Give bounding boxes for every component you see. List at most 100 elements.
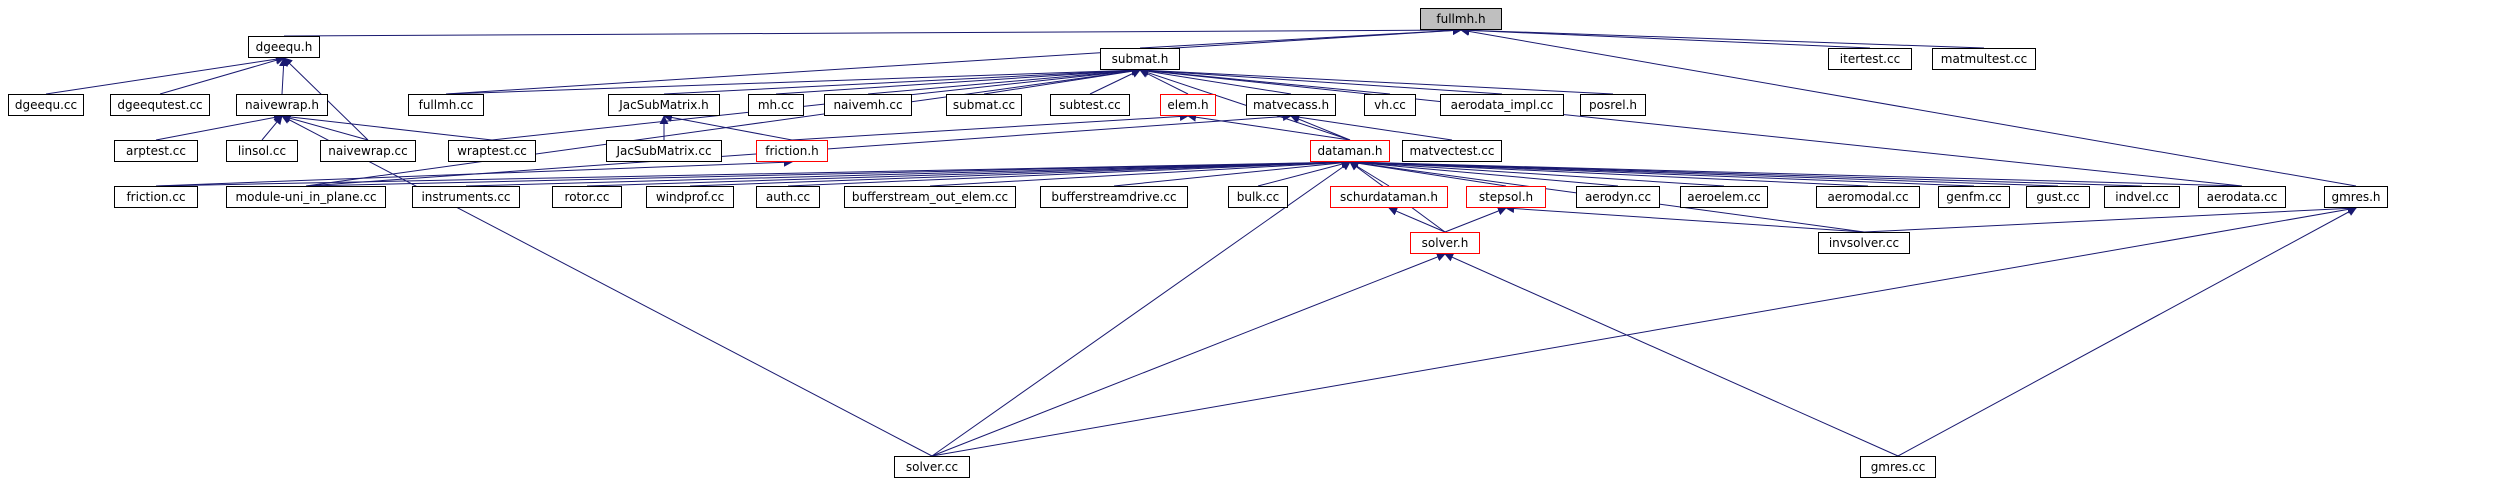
edge-friction_h-to-elem_h bbox=[791, 111, 1189, 141]
node-aerodata-impl-cc[interactable]: aerodata_impl.cc bbox=[1440, 94, 1564, 116]
node-stepsol-h[interactable]: stepsol.h bbox=[1466, 186, 1546, 208]
edge-matvectest_cc-to-matvecass_h bbox=[1290, 112, 1453, 141]
node-aeromodal-cc[interactable]: aeromodal.cc bbox=[1816, 186, 1920, 208]
edge-naivemh_cc-to-submat_h bbox=[867, 66, 1141, 95]
node-dataman-h[interactable]: dataman.h bbox=[1310, 140, 1390, 162]
node-jacsubmatrix-cc[interactable]: JacSubMatrix.cc bbox=[606, 140, 722, 162]
node-matvecass-h[interactable]: matvecass.h bbox=[1246, 94, 1336, 116]
edge-solver_cc-to-gmres_h bbox=[931, 204, 2357, 457]
edge-itertest_cc-to-fullmh_h bbox=[1460, 25, 1871, 49]
edge-friction_h-to-JacSubMatrix_h bbox=[663, 113, 793, 141]
edge-aerodata_impl_cc-to-submat_h bbox=[1139, 66, 1503, 95]
edge-matvecass_h-to-submat_h bbox=[1139, 66, 1292, 95]
node-subtest-cc[interactable]: subtest.cc bbox=[1050, 94, 1130, 116]
edge-schurdataman_h-to-dataman_h bbox=[1349, 161, 1390, 187]
edge-aerodata_cc-to-submat_h bbox=[1139, 66, 2243, 187]
edge-module_uni_cc-to-dataman_h bbox=[305, 157, 1351, 187]
node-arptest-cc[interactable]: arptest.cc bbox=[114, 140, 198, 162]
edge-dataman_h-to-submat_h bbox=[1139, 68, 1351, 141]
node-naivewrap-cc[interactable]: naivewrap.cc bbox=[320, 140, 416, 162]
node-dgeequ-cc[interactable]: dgeequ.cc bbox=[8, 94, 84, 116]
node-itertest-cc[interactable]: itertest.cc bbox=[1828, 48, 1912, 70]
edge-solver_cc-to-solver_h bbox=[931, 252, 1446, 457]
edge-bulk_cc-to-dataman_h bbox=[1257, 159, 1351, 187]
node-module-uni-in-plane-cc[interactable]: module-uni_in_plane.cc bbox=[226, 186, 386, 208]
node-posrel-h[interactable]: posrel.h bbox=[1580, 94, 1646, 116]
edge-linsol_cc-to-naivewrap_h bbox=[261, 115, 283, 141]
edge-solver_h-to-schurdataman_h bbox=[1388, 207, 1446, 233]
node-gmres-cc[interactable]: gmres.cc bbox=[1860, 456, 1936, 478]
node-wraptest-cc[interactable]: wraptest.cc bbox=[448, 140, 536, 162]
edge-windprof_cc-to-dataman_h bbox=[689, 157, 1351, 187]
node-friction-h[interactable]: friction.h bbox=[756, 140, 828, 162]
edge-gmres_cc-to-gmres_h bbox=[1897, 207, 2357, 457]
edge-solver_cc-to-naivewrap_h bbox=[281, 115, 933, 457]
edge-gmres_h-to-fullmh_h bbox=[1460, 26, 2357, 187]
node-fullmh-h: fullmh.h bbox=[1420, 8, 1502, 30]
node-aerodyn-cc[interactable]: aerodyn.cc bbox=[1576, 186, 1660, 208]
node-auth-cc[interactable]: auth.cc bbox=[756, 186, 820, 208]
edge-matmultest_cc-to-fullmh_h bbox=[1460, 25, 1985, 49]
node-matmultest-cc[interactable]: matmultest.cc bbox=[1932, 48, 2036, 70]
edge-fullmh_cc-to-fullmh_h bbox=[445, 26, 1462, 95]
edge-dgeequtest_cc-to-dgeequ_h bbox=[159, 55, 285, 95]
node-gmres-h[interactable]: gmres.h bbox=[2324, 186, 2388, 208]
node-invsolver-cc[interactable]: invsolver.cc bbox=[1818, 232, 1910, 254]
node-naivewrap-h[interactable]: naivewrap.h bbox=[236, 94, 328, 116]
edge-dataman_h-to-matvecass_h bbox=[1290, 114, 1351, 141]
node-schurdataman-h[interactable]: schurdataman.h bbox=[1330, 186, 1448, 208]
node-aerodata-cc[interactable]: aerodata.cc bbox=[2198, 186, 2286, 208]
edge-module_uni_cc-to-submat_h bbox=[305, 66, 1141, 187]
node-dgeequ-h[interactable]: dgeequ.h bbox=[248, 36, 320, 58]
node-elem-h[interactable]: elem.h bbox=[1160, 94, 1216, 116]
node-mh-cc[interactable]: mh.cc bbox=[748, 94, 804, 116]
edge-aerodata_cc-to-dataman_h bbox=[1349, 157, 2243, 187]
edge-JacSubMatrix_h-to-submat_h bbox=[663, 65, 1141, 95]
edge-invsolver_cc-to-stepsol_h bbox=[1505, 204, 1865, 233]
edge-posrel_h-to-submat_h bbox=[1139, 65, 1614, 95]
edge-instruments_cc-to-dataman_h bbox=[465, 157, 1351, 187]
node-bulk-cc[interactable]: bulk.cc bbox=[1228, 186, 1288, 208]
node-vh-cc[interactable]: vh.cc bbox=[1364, 94, 1416, 116]
node-instruments-cc[interactable]: instruments.cc bbox=[412, 186, 520, 208]
edge-aerodyn_cc-to-dataman_h bbox=[1349, 158, 1619, 187]
edge-friction_cc-to-friction_h bbox=[155, 157, 793, 187]
node-solver-h[interactable]: solver.h bbox=[1410, 232, 1480, 254]
edge-bsdrive_cc-to-dataman_h bbox=[1113, 158, 1351, 187]
edge-wraptest_cc-to-submat_h bbox=[491, 66, 1141, 141]
node-linsol-cc[interactable]: linsol.cc bbox=[226, 140, 298, 162]
edge-dataman_h-to-elem_h bbox=[1187, 112, 1351, 141]
node-dgeequtest-cc[interactable]: dgeequtest.cc bbox=[110, 94, 210, 116]
edge-bso_elem_cc-to-dataman_h bbox=[929, 157, 1351, 187]
edge-gmres_cc-to-solver_h bbox=[1444, 253, 1899, 457]
edge-fullmh_cc-to-submat_h bbox=[445, 65, 1141, 95]
node-fullmh-cc[interactable]: fullmh.cc bbox=[408, 94, 484, 116]
edge-layer bbox=[45, 25, 2357, 457]
edge-dgeequ_cc-to-dgeequ_h bbox=[45, 54, 285, 95]
node-submat-h[interactable]: submat.h bbox=[1100, 48, 1180, 70]
node-matvectest-cc[interactable]: matvectest.cc bbox=[1402, 140, 1502, 162]
edge-arptest_cc-to-naivewrap_h bbox=[155, 113, 283, 141]
node-naivemh-cc[interactable]: naivemh.cc bbox=[824, 94, 912, 116]
edge-invsolver_cc-to-gmres_h bbox=[1863, 203, 2357, 233]
node-genfm-cc[interactable]: genfm.cc bbox=[1938, 186, 2010, 208]
node-indvel-cc[interactable]: indvel.cc bbox=[2104, 186, 2180, 208]
edge-solver_h-to-stepsol_h bbox=[1444, 206, 1507, 233]
node-bufferstream-out-elem-cc[interactable]: bufferstream_out_elem.cc bbox=[844, 186, 1016, 208]
edge-friction_cc-to-dataman_h bbox=[155, 157, 1351, 187]
node-solver-cc[interactable]: solver.cc bbox=[894, 456, 970, 478]
edge-dgeequ_h-to-fullmh_h bbox=[283, 25, 1462, 37]
node-jacsubmatrix-h[interactable]: JacSubMatrix.h bbox=[608, 94, 720, 116]
node-aeroelem-cc[interactable]: aeroelem.cc bbox=[1680, 186, 1768, 208]
node-gust-cc[interactable]: gust.cc bbox=[2026, 186, 2090, 208]
node-windprof-cc[interactable]: windprof.cc bbox=[646, 186, 734, 208]
node-friction-cc[interactable]: friction.cc bbox=[114, 186, 198, 208]
node-bufferstreamdrive-cc[interactable]: bufferstreamdrive.cc bbox=[1040, 186, 1188, 208]
edge-mh_cc-to-submat_h bbox=[775, 66, 1141, 95]
edge-rotor_cc-to-dataman_h bbox=[586, 157, 1351, 187]
node-submat-cc[interactable]: submat.cc bbox=[946, 94, 1022, 116]
edge-aeromodal_cc-to-dataman_h bbox=[1349, 157, 1869, 187]
node-rotor-cc[interactable]: rotor.cc bbox=[552, 186, 622, 208]
edge-aeroelem_cc-to-dataman_h bbox=[1349, 158, 1725, 187]
